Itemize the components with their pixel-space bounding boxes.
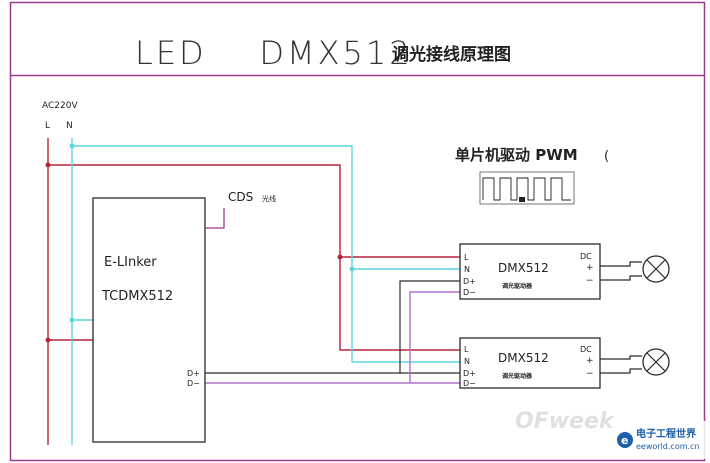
mcu-title-tail: (	[604, 149, 609, 164]
pwm-waveform-frame	[479, 171, 575, 205]
cds-label: CDS	[228, 190, 253, 204]
driver-1-sub: 调光驱动器	[502, 282, 533, 290]
controller-box	[92, 197, 206, 443]
driver-1-model: DMX512	[498, 261, 549, 275]
controller-model: TCDMX512	[101, 289, 173, 304]
driver-2-sub: 调光驱动器	[502, 372, 533, 380]
outer-frame	[9, 1, 706, 462]
power-label: AC220V	[42, 101, 78, 111]
driver-2-pin-l: L	[464, 345, 469, 354]
driver-1-minus: −	[586, 276, 594, 286]
driver-2-dc: DC	[580, 345, 592, 354]
lamp-1-wires	[600, 261, 642, 281]
driver-2-box	[459, 337, 601, 389]
driver-2-pin-n: N	[464, 357, 470, 366]
neutral-label: N	[66, 121, 73, 131]
driver-1-box	[459, 243, 601, 300]
driver-1-pin-n: N	[464, 265, 470, 274]
live-junctions	[45, 162, 343, 343]
pwm-waveform	[482, 177, 571, 201]
controller-dminus-label: D−	[187, 379, 200, 388]
watermark-brand: OFweek	[515, 409, 615, 434]
lamp-2-icon	[642, 348, 670, 376]
page-subtitle: 调光接线原理图	[392, 44, 511, 65]
lamp-2-wires	[600, 355, 642, 374]
neutral-wires	[71, 138, 460, 445]
controller-brand: E-LInker	[104, 255, 157, 270]
driver-2-minus: −	[586, 369, 594, 379]
dplus-wires	[205, 280, 460, 374]
svg-text:e: e	[621, 434, 628, 447]
pwm-marker	[519, 197, 525, 202]
mcu-title: 单片机驱动 PWM	[455, 146, 578, 164]
site-logo: e 电子工程世界 eeworld.com.cn	[612, 421, 706, 459]
driver-1-pin-dminus: D−	[463, 288, 476, 297]
lamp-1-icon	[642, 255, 670, 283]
neutral-junctions	[69, 143, 355, 323]
site-logo-icon	[617, 432, 633, 448]
driver-2: L N D+ D− DMX512 调光驱动器 DC + −	[459, 337, 601, 389]
watermark: OFweek	[515, 409, 615, 434]
site-logo-name: 电子工程世界	[636, 427, 696, 440]
dminus-wires	[205, 291, 460, 384]
driver-2-model: DMX512	[498, 351, 549, 365]
cds-lead	[205, 208, 225, 229]
driver-2-pin-dplus: D+	[463, 369, 476, 378]
live-label: L	[45, 121, 50, 131]
controller-dplus-label: D+	[187, 369, 200, 378]
driver-1-pin-l: L	[464, 253, 469, 262]
page-title: LED DMX512	[135, 34, 413, 72]
driver-1-pin-dplus: D+	[463, 277, 476, 286]
driver-2-pin-dminus: D−	[463, 379, 476, 388]
driver-2-plus: +	[586, 356, 594, 366]
site-logo-url: eeworld.com.cn	[636, 442, 700, 451]
driver-1-dc: DC	[580, 252, 592, 261]
driver-1-plus: +	[586, 263, 594, 273]
driver-1: L N D+ D− DMX512 调光驱动器 DC + −	[459, 243, 601, 300]
cds-sublabel: 光线	[262, 194, 276, 203]
